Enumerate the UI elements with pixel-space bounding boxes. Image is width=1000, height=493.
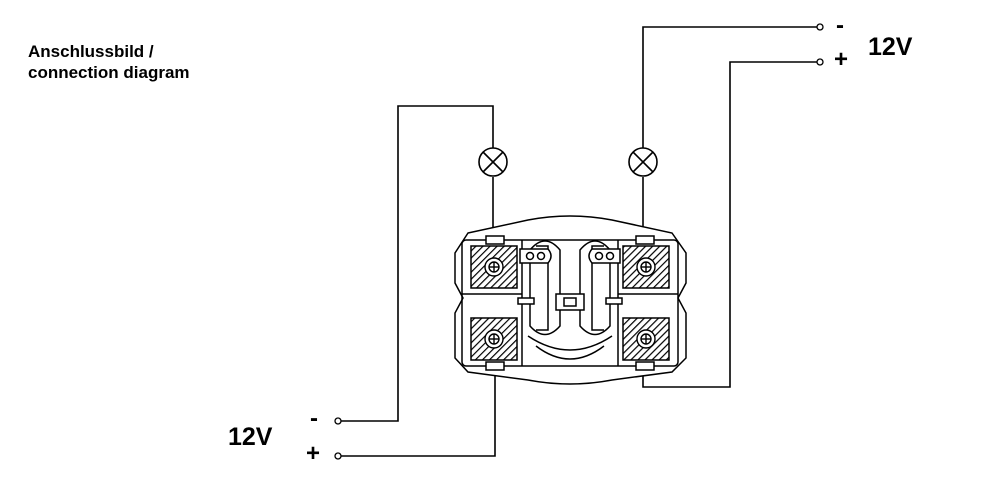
right-plus-terminal-icon — [816, 58, 824, 66]
right-lamp-icon — [628, 147, 658, 177]
left-minus-wire — [340, 105, 494, 422]
title-line-1: Anschlussbild / — [28, 42, 154, 61]
top-supply-plus: + — [834, 46, 849, 73]
left-lamp-icon — [478, 147, 508, 177]
left-plus-terminal-icon — [334, 452, 342, 460]
bottom-supply-plus: + — [306, 440, 321, 467]
right-minus-terminal-icon — [816, 23, 824, 31]
screw-bottom-right-icon — [636, 329, 656, 349]
diagram-title: Anschlussbild / connection diagram — [28, 41, 190, 83]
top-supply-voltage: 12V — [868, 33, 913, 61]
screw-top-left-icon — [484, 257, 504, 277]
right-minus-wire — [642, 26, 818, 148]
terminal-bottom-right — [622, 317, 670, 361]
screw-bottom-left-icon — [484, 329, 504, 349]
left-minus-terminal-icon — [334, 417, 342, 425]
top-supply-minus: - — [836, 12, 844, 39]
screw-top-right-icon — [636, 257, 656, 277]
bottom-supply-minus: - — [310, 405, 318, 432]
title-line-2: connection diagram — [28, 63, 190, 82]
bottom-supply-voltage: 12V — [228, 423, 273, 451]
